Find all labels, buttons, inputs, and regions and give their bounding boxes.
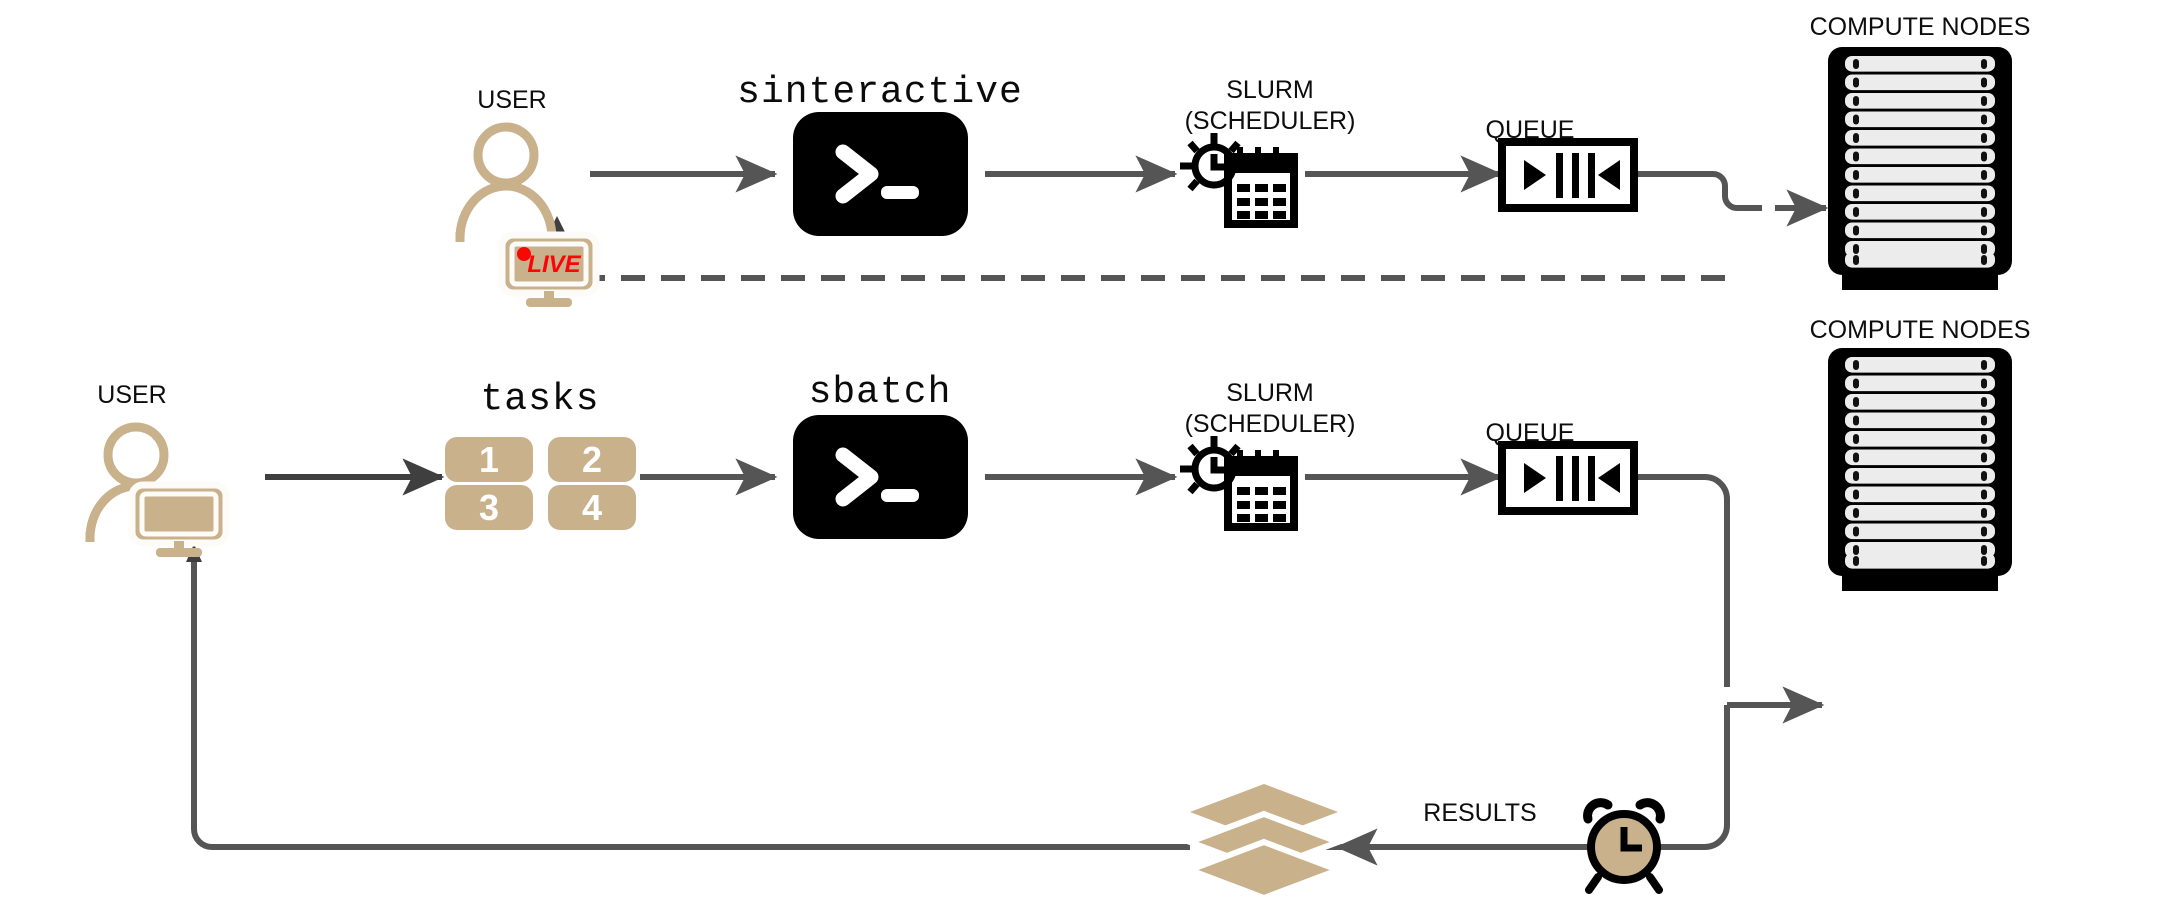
task-tile-1[interactable]: 1: [445, 437, 533, 482]
terminal-prompt-icon-batch: [793, 415, 968, 539]
return-path-results-to-user: [186, 544, 1190, 850]
slurm-label-line2-batch: (SCHEDULER): [1184, 410, 1356, 438]
slurm-scheduler-label-batch: SLURM (SCHEDULER): [1140, 378, 1400, 440]
compute-nodes-label-batch: COMPUTE NODES: [1809, 316, 2031, 344]
compute-nodes-label-interactive: COMPUTE NODES: [1809, 13, 2031, 41]
sinteractive-label: sinteractive: [737, 71, 1023, 114]
terminal-prompt-icon-interactive: [793, 112, 968, 236]
task-tile-3[interactable]: 3: [445, 485, 533, 530]
return-path-compute-to-user-dashed: [548, 216, 1725, 281]
task-tile-4[interactable]: 4: [548, 485, 636, 530]
results-label: RESULTS: [1423, 799, 1537, 827]
arrow-queue-to-compute-nodes-batch: [1634, 474, 1825, 724]
clock-calendar-icon-batch: [1170, 433, 1310, 533]
live-monitor-icon: LIVE: [498, 231, 600, 308]
slurm-scheduler-label-interactive: SLURM (SCHEDULER): [1140, 75, 1400, 137]
slurm-label-line1: SLURM: [1226, 76, 1314, 104]
task-tile-2[interactable]: 2: [548, 437, 636, 482]
clock-calendar-icon-interactive: [1170, 130, 1310, 230]
queue-bars-icon-batch: [1498, 441, 1638, 515]
queue-bars-icon-interactive: [1498, 138, 1638, 212]
server-rack-icon-batch: [1820, 348, 2020, 591]
user-person-icon: [450, 120, 600, 280]
sbatch-label: sbatch: [808, 371, 952, 414]
stacked-layers-icon: [1181, 784, 1347, 900]
user-label-interactive: USER: [477, 86, 547, 114]
slurm-label-line2: (SCHEDULER): [1184, 107, 1356, 135]
slurm-label-line1-batch: SLURM: [1226, 379, 1314, 407]
desktop-monitor-icon: [128, 481, 230, 558]
arrow-queue-to-compute-nodes: [1634, 171, 1829, 227]
live-badge-text: LIVE: [527, 251, 581, 278]
user-label-batch: USER: [97, 381, 167, 409]
alarm-clock-icon: [1572, 795, 1676, 897]
server-rack-icon-interactive: [1820, 47, 2020, 290]
tasks-label: tasks: [480, 378, 600, 421]
